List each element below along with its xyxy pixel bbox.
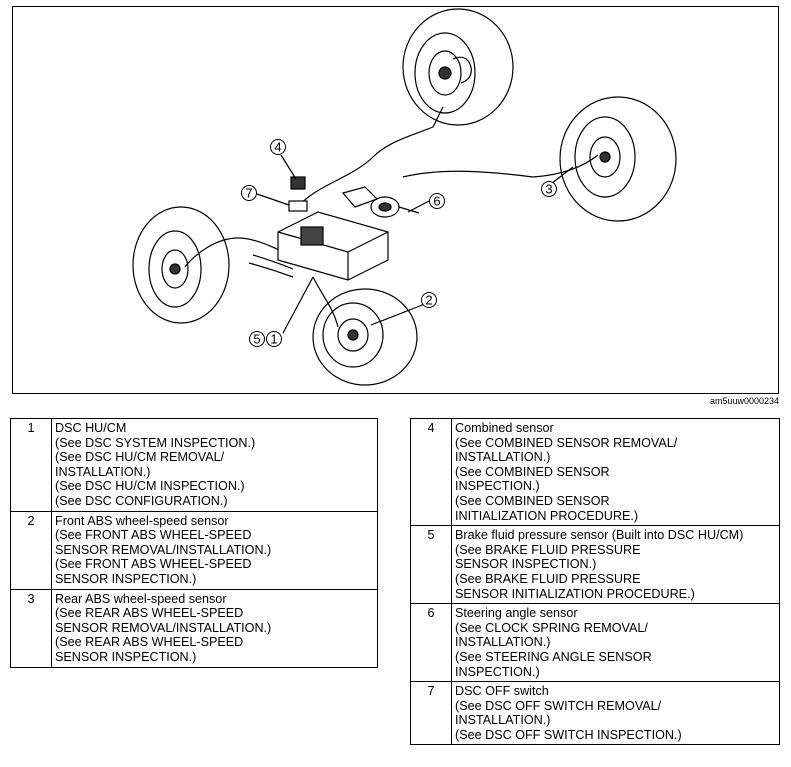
part-description-line: DSC OFF switch <box>455 684 549 699</box>
part-description-line: (See DSC OFF SWITCH INSPECTION.) <box>455 727 682 742</box>
callout-6 <box>429 193 445 209</box>
part-description-line: Brake fluid pressure sensor (Built into … <box>455 528 744 543</box>
callout-5 <box>249 331 265 347</box>
part-description-line: (See REAR ABS WHEEL-SPEED <box>55 606 244 621</box>
part-description: DSC HU/CM(See DSC SYSTEM INSPECTION.)(Se… <box>51 418 378 512</box>
wheel-front-bottom <box>312 288 418 386</box>
part-description-line: (See BRAKE FLUID PRESSURE <box>455 542 641 557</box>
part-description-line: SENSOR INSPECTION.) <box>455 557 597 572</box>
part-description-line: Steering angle sensor <box>455 606 578 621</box>
part-description-line: Front ABS wheel-speed sensor <box>55 513 229 528</box>
callout-3 <box>541 181 557 197</box>
dsc-off-switch-shape <box>288 200 308 212</box>
part-description-line: SENSOR INSPECTION.) <box>55 571 197 586</box>
figure-id: am5uuw0000234 <box>709 396 779 406</box>
part-description-line: INITIALIZATION PROCEDURE.) <box>455 508 639 523</box>
part-description-line: INSTALLATION.) <box>455 713 551 728</box>
part-description-line: (See COMBINED SENSOR <box>455 464 610 479</box>
part-description-line: (See STEERING ANGLE SENSOR <box>455 649 652 664</box>
part-description-line: SENSOR REMOVAL/INSTALLATION.) <box>55 620 272 635</box>
part-number: 4 <box>410 417 452 527</box>
part-description-line: SENSOR REMOVAL/INSTALLATION.) <box>55 542 272 557</box>
part-number: 5 <box>410 525 452 605</box>
system-diagram: 4 7 6 3 2 5 1 <box>12 6 779 394</box>
part-number: 7 <box>410 681 452 746</box>
part-number: 1 <box>10 418 52 512</box>
part-description-line: INSTALLATION.) <box>455 450 551 465</box>
callout-label-3: 3 <box>545 182 552 197</box>
part-description-line: DSC HU/CM <box>55 421 127 435</box>
part-description-line: INSPECTION.) <box>455 479 540 494</box>
callout-4 <box>270 139 286 155</box>
callout-label-6: 6 <box>433 194 440 209</box>
part-description: Brake fluid pressure sensor (Built into … <box>451 525 780 605</box>
part-description-line: (See DSC CONFIGURATION.) <box>55 493 228 508</box>
part-description: Combined sensor(See COMBINED SENSOR REMO… <box>451 417 780 527</box>
part-description-line: SENSOR INITIALIZATION PROCEDURE.) <box>455 586 695 601</box>
part-description-line: (See COMBINED SENSOR REMOVAL/ <box>455 435 678 450</box>
wheel-rear-top <box>402 8 514 126</box>
callout-label-4: 4 <box>274 140 281 155</box>
part-description: Front ABS wheel-speed sensor(See FRONT A… <box>51 510 378 590</box>
callout-2 <box>421 292 437 308</box>
steering-angle-sensor-shape <box>341 186 420 218</box>
part-description-line: INSPECTION.) <box>455 664 540 679</box>
diagram-drawing: 4 7 6 3 2 5 1 <box>132 8 677 386</box>
callout-label-2: 2 <box>425 293 432 308</box>
part-description-line: SENSOR INSPECTION.) <box>55 649 197 664</box>
part-description: Steering angle sensor(See CLOCK SPRING R… <box>451 603 780 683</box>
part-number: 2 <box>10 510 52 590</box>
part-description-line: Rear ABS wheel-speed sensor <box>55 591 227 606</box>
part-description-line: (See COMBINED SENSOR <box>455 493 610 508</box>
callout-1 <box>266 331 282 347</box>
callout-7 <box>241 185 257 201</box>
part-description-line: (See DSC HU/CM REMOVAL/ <box>55 450 225 465</box>
callout-label-5: 5 <box>253 332 260 347</box>
wheel-rear-right <box>559 96 677 222</box>
part-description-line: INSTALLATION.) <box>455 635 551 650</box>
callout-label-7: 7 <box>245 186 252 201</box>
callout-group: 4 7 6 3 2 5 1 <box>241 139 557 347</box>
part-description-line: (See DSC HU/CM INSPECTION.) <box>55 479 245 494</box>
part-description-line: Combined sensor <box>455 421 554 435</box>
wheel-front-left <box>132 206 230 324</box>
part-description-line: (See FRONT ABS WHEEL-SPEED <box>55 557 252 572</box>
part-description-line: INSTALLATION.) <box>55 464 151 479</box>
callout-label-1: 1 <box>270 332 277 347</box>
part-description: DSC OFF switch(See DSC OFF SWITCH REMOVA… <box>451 681 780 746</box>
part-description-line: (See DSC SYSTEM INSPECTION.) <box>55 435 256 450</box>
part-number: 6 <box>410 603 452 683</box>
part-description-line: (See DSC OFF SWITCH REMOVAL/ <box>455 698 662 713</box>
part-description: Rear ABS wheel-speed sensor(See REAR ABS… <box>51 588 378 668</box>
combined-sensor-shape <box>290 176 306 190</box>
part-description-line: (See BRAKE FLUID PRESSURE <box>455 571 641 586</box>
part-description-line: (See FRONT ABS WHEEL-SPEED <box>55 528 252 543</box>
dsc-hucm-unit <box>248 211 389 281</box>
part-number: 3 <box>10 588 52 668</box>
part-description-line: (See REAR ABS WHEEL-SPEED <box>55 635 244 650</box>
part-description-line: (See CLOCK SPRING REMOVAL/ <box>455 620 648 635</box>
